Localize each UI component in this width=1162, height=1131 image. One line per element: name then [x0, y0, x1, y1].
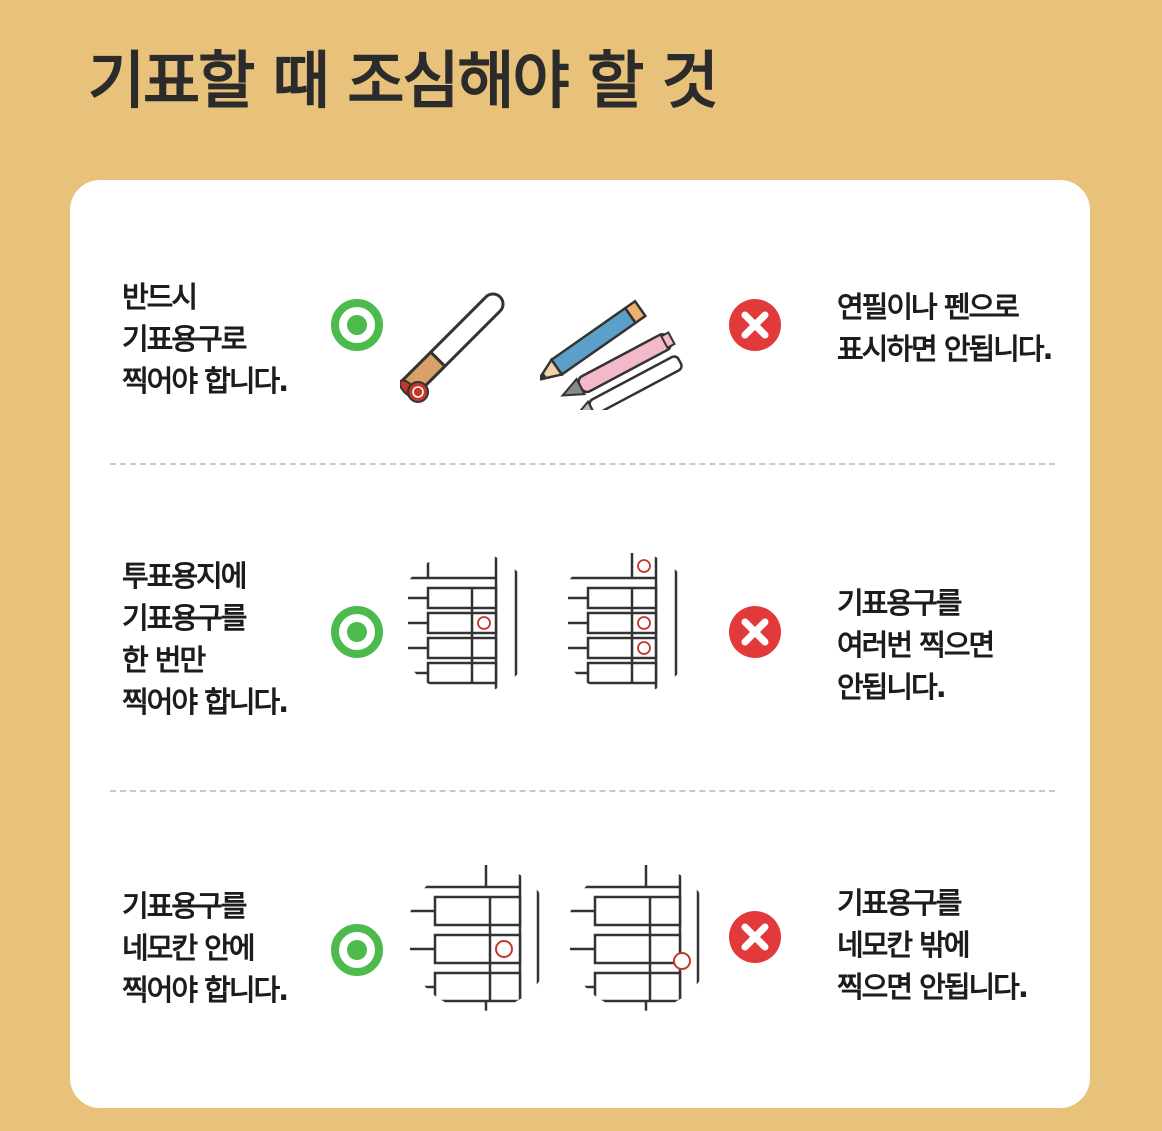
wrong-x-icon: [729, 299, 781, 351]
rule-ok-text: 기표용구를 네모칸 안에 찍어야 합니다.: [122, 885, 289, 1011]
ballot-multiple-stamps-icon: [568, 551, 686, 695]
text-line: 찍어야 합니다.: [122, 364, 289, 398]
text-line: 찍어야 합니다.: [122, 685, 289, 719]
divider: [110, 463, 1055, 465]
rule-ok-text: 투표용지에 기표용구를 한 번만 찍어야 합니다.: [122, 555, 289, 723]
correct-circle-icon: [331, 606, 383, 658]
wrong-x-icon: [729, 606, 781, 658]
text-line: 투표용지에: [122, 559, 247, 593]
rule-ng-text: 기표용구를 여러번 찍으면 안됩니다.: [837, 582, 995, 708]
text-line: 기표용구로: [122, 322, 247, 356]
rule-ng-text: 연필이나 펜으로 표시하면 안됩니다.: [837, 286, 1054, 370]
correct-circle-icon: [331, 299, 383, 351]
text-line: 반드시: [122, 280, 198, 314]
wrong-x-icon: [729, 911, 781, 963]
text-line: 네모칸 안에: [122, 931, 256, 965]
rule-ng-text: 기표용구를 네모칸 밖에 찍으면 안됩니다.: [837, 882, 1029, 1008]
pencil-and-pens-icon: [540, 299, 683, 410]
rule-row-once: 투표용지에 기표용구를 한 번만 찍어야 합니다.: [70, 530, 1090, 750]
rule-row-tool: 반드시 기표용구로 찍어야 합니다.: [70, 240, 1090, 440]
text-line: 기표용구를: [837, 586, 962, 620]
page-title: 기표할 때 조심해야 할 것: [88, 44, 719, 117]
text-line: 표시하면 안됩니다.: [837, 332, 1054, 366]
ballot-stamp-inside-box-icon: [410, 865, 550, 1011]
correct-circle-icon: [331, 924, 383, 976]
rules-card: 반드시 기표용구로 찍어야 합니다.: [70, 180, 1090, 1108]
ballot-stamp-outside-box-icon: [570, 865, 710, 1011]
text-line: 안됩니다.: [837, 670, 947, 704]
rule-row-inside-box: 기표용구를 네모칸 안에 찍어야 합니다.: [70, 860, 1090, 1080]
text-line: 네모칸 밖에: [837, 928, 970, 962]
ballot-single-stamp-icon: [408, 551, 526, 695]
text-line: 연필이나 펜으로: [837, 290, 1020, 324]
stamp-tool-icon: [400, 292, 505, 403]
text-line: 찍으면 안됩니다.: [837, 970, 1029, 1004]
text-line: 기표용구를: [122, 601, 247, 635]
text-line: 한 번만: [122, 643, 206, 677]
text-line: 기표용구를: [837, 886, 962, 920]
rule-ok-text: 반드시 기표용구로 찍어야 합니다.: [122, 276, 289, 402]
text-line: 찍어야 합니다.: [122, 973, 289, 1007]
text-line: 여러번 찍으면: [837, 628, 995, 662]
divider: [110, 790, 1055, 792]
text-line: 기표용구를: [122, 889, 247, 923]
